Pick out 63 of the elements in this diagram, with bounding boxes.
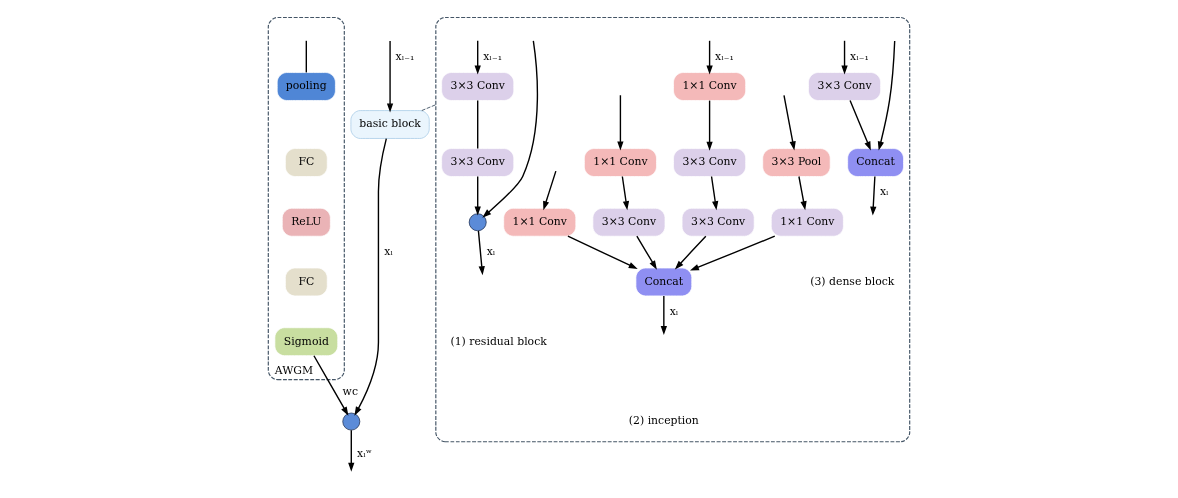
arrow: [348, 429, 355, 472]
node-box: 1×1 Conv: [673, 72, 747, 101]
node-box: Concat: [847, 148, 904, 177]
arrow: [617, 94, 624, 151]
arrow: [543, 170, 557, 211]
arrow: [706, 99, 713, 151]
arrow: [783, 94, 796, 151]
node-box: ReLU: [281, 207, 331, 237]
node-box: Sigmoid: [274, 327, 339, 357]
node-box: 1×1 Conv: [770, 207, 844, 237]
arrow: [660, 295, 667, 336]
edge-label: xₗ₋₁: [483, 49, 503, 63]
edge-label: xₗ₋₁: [850, 49, 869, 63]
edge-label: wc: [342, 384, 358, 398]
arrow: [477, 230, 485, 276]
arrow: [482, 40, 539, 218]
node-box: 3×3 Conv: [592, 207, 666, 237]
arrow: [849, 99, 871, 151]
label: (3) dense block: [810, 274, 895, 288]
arrow: [474, 175, 481, 216]
connector: [421, 104, 437, 112]
arrow: [877, 40, 896, 151]
node-box: Concat: [635, 267, 693, 297]
connector: [305, 40, 307, 74]
arrow: [798, 175, 807, 211]
node-box: 1×1 Conv: [503, 207, 577, 237]
connector: [477, 99, 479, 150]
node-box: 3×3 Conv: [673, 148, 747, 177]
arrow: [674, 235, 707, 270]
edge-label: xₗʷ: [357, 446, 373, 460]
edge-label: xₗ: [879, 185, 889, 199]
edge-label: xₗ₋₁: [395, 49, 415, 63]
node-box: 3×3 Conv: [681, 207, 755, 237]
arrow: [621, 175, 630, 211]
node-box: FC: [285, 267, 328, 297]
node-box: 3×3 Conv: [441, 72, 515, 101]
arrow: [386, 40, 394, 113]
arrow: [870, 175, 877, 216]
node-box: pooling: [276, 72, 336, 101]
edge-label: xₗ: [669, 304, 679, 318]
node-circle: [342, 412, 361, 431]
arrow: [706, 40, 713, 75]
label: (2) inception: [628, 414, 699, 428]
arrow: [636, 235, 657, 270]
node-box: basic block: [350, 110, 430, 139]
arrow: [567, 235, 638, 269]
node-circle: [468, 213, 487, 232]
edge-label: xₗ: [486, 244, 496, 258]
arrow: [841, 40, 848, 75]
arrow: [710, 175, 719, 211]
arrow: [474, 40, 481, 75]
arrow: [689, 235, 776, 271]
arrow: [354, 137, 387, 416]
edge-label: xₗ₋₁: [715, 49, 734, 63]
arrow: [313, 355, 349, 416]
node-box: FC: [285, 148, 328, 177]
node-box: 1×1 Conv: [583, 148, 657, 177]
node-box: 3×3 Conv: [808, 72, 881, 101]
node-box: 3×3 Conv: [441, 148, 515, 177]
node-box: 3×3 Pool: [762, 148, 831, 177]
cluster: [435, 16, 911, 443]
edge-label: xₗ: [384, 244, 394, 258]
label: (1) residual block: [450, 334, 547, 348]
